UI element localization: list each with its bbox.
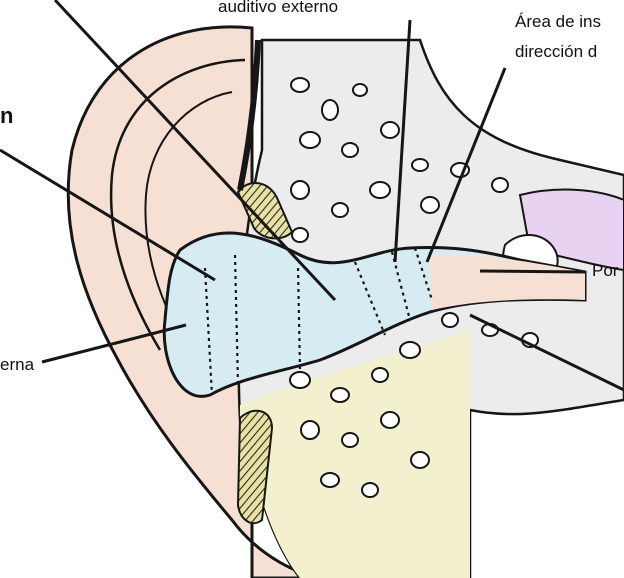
label-direccion: dirección d (515, 42, 597, 61)
bone-cell (299, 131, 321, 149)
dotted-line (296, 267, 302, 371)
bone-texture (289, 77, 539, 498)
bone-cell (290, 77, 310, 93)
bone-cell (410, 451, 430, 469)
bone-cell (411, 158, 429, 172)
bone-cell (491, 177, 509, 193)
pointer-right-lower (469, 313, 624, 392)
bone-cell (341, 432, 359, 448)
bone-cell (420, 196, 440, 214)
dotted-line (390, 251, 412, 321)
bone-cell (289, 371, 311, 389)
dotted-line (353, 261, 387, 336)
canal-inner-skin (430, 254, 585, 310)
bone-cell (441, 312, 459, 328)
bone-cell (352, 83, 368, 97)
bone-cell (321, 99, 339, 121)
label-left-upper: n (0, 103, 13, 128)
bone-cell (330, 387, 350, 403)
dotted-line (413, 247, 434, 301)
cartilage-lower (236, 409, 274, 525)
label-left-lower: erna (0, 355, 35, 374)
bone-cell (300, 420, 320, 440)
pointer-right-middle (479, 269, 586, 274)
pointer-lines (0, 0, 624, 392)
bone-cell (361, 482, 379, 498)
dotted-line (233, 254, 240, 386)
bone-cell (369, 181, 391, 199)
cartilage-upper (236, 182, 294, 240)
pointer-left-upper (0, 148, 216, 282)
pointer-auditory-canal (393, 19, 412, 263)
pointer-insertion-area (425, 67, 507, 263)
bone-cell (291, 227, 309, 243)
bone-cell (290, 180, 310, 200)
bone-cell (380, 411, 400, 429)
bone-cell (399, 341, 421, 359)
cartilage-zone (240, 330, 470, 578)
auricle-fold (109, 58, 246, 351)
bone-cell (341, 142, 359, 158)
pointer-left-lower (41, 323, 187, 364)
canal-dotted-lines (203, 247, 434, 396)
dotted-line (203, 267, 214, 396)
bone-cell (380, 121, 400, 139)
bone-cell (331, 202, 349, 218)
label-area-insercion: Área de ins (515, 12, 601, 31)
pointer-top-left (53, 0, 337, 302)
label-auditivo-externo: auditivo externo (218, 0, 338, 16)
label-right-middle: Por (592, 261, 619, 280)
bone-cell (371, 367, 389, 383)
outer-wall (237, 39, 261, 191)
bone-cell (320, 472, 340, 488)
